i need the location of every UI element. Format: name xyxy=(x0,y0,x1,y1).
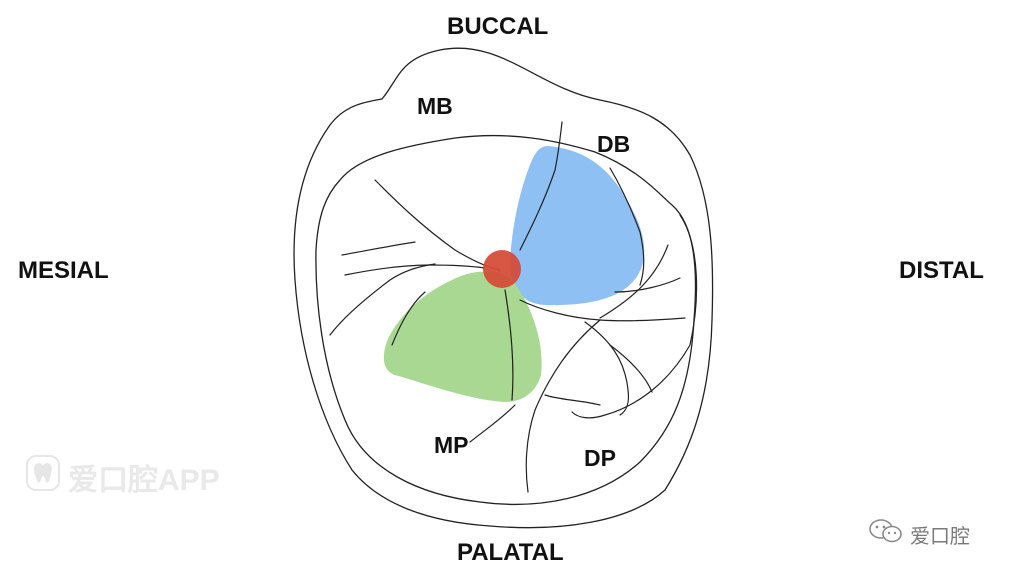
wechat-icon xyxy=(868,518,904,550)
wechat-watermark: 爱口腔 xyxy=(868,518,970,550)
distal-label: DISTAL xyxy=(899,259,984,283)
mp-cusp-highlight xyxy=(384,272,542,402)
db-cusp-label: DB xyxy=(597,133,630,156)
central-fossa-marker xyxy=(483,250,521,288)
app-watermark: 爱口腔APP xyxy=(26,455,220,499)
mb-cusp-label: MB xyxy=(417,95,453,118)
mesial-label: MESIAL xyxy=(18,259,109,283)
wechat-watermark-text: 爱口腔 xyxy=(910,520,970,549)
mp-cusp-label: MP xyxy=(434,434,469,457)
buccal-label: BUCCAL xyxy=(447,15,548,39)
app-watermark-text: 爱口腔APP xyxy=(68,455,220,499)
dp-cusp-label: DP xyxy=(584,447,616,470)
db-cusp-highlight xyxy=(510,146,644,305)
tooth-icon xyxy=(26,455,60,499)
palatal-label: PALATAL xyxy=(457,541,564,565)
